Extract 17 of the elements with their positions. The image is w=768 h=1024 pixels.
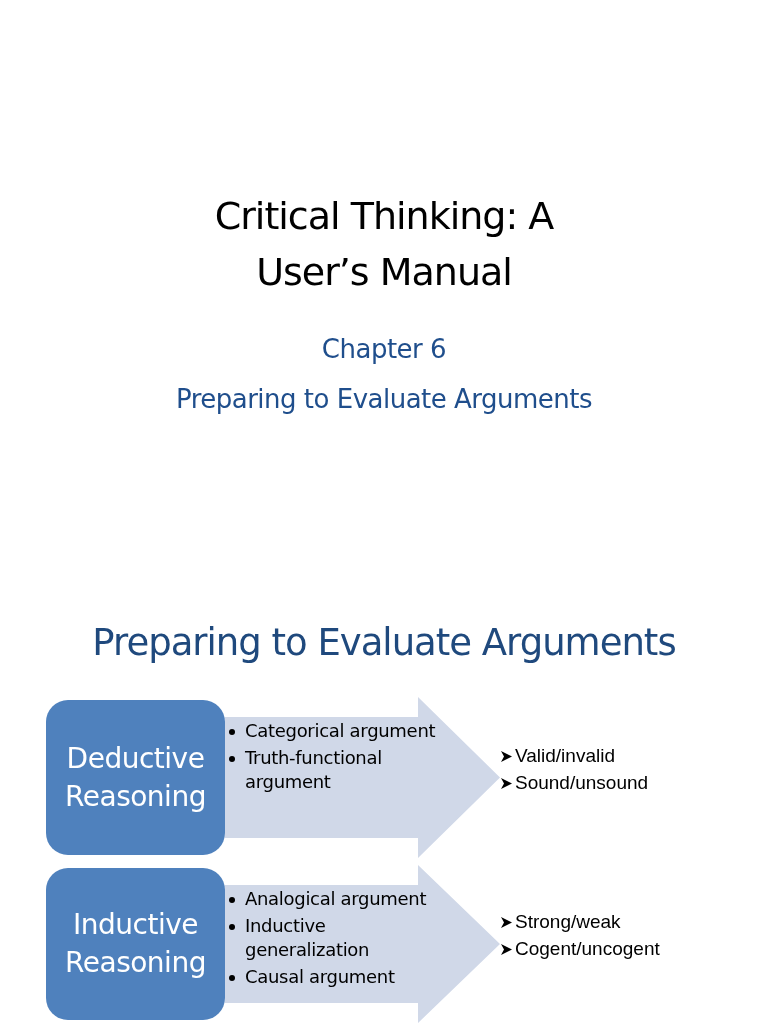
evaluation-term: Sound/unsound	[515, 770, 649, 795]
evaluation-term: Strong/weak	[515, 910, 621, 935]
slide-title: Preparing to Evaluate Arguments	[91, 620, 677, 666]
reasoning-box	[46, 700, 225, 855]
slide-title: Critical Thinking: A User’s Manual	[213, 193, 555, 296]
box-label: Inductive Reasoning	[64, 907, 207, 981]
box-label: Deductive Reasoning	[64, 740, 207, 815]
chapter-subtitle: Preparing to Evaluate Arguments	[174, 383, 594, 416]
bullet-item: Categorical argument	[245, 719, 436, 743]
bullet-item: Truth-functional argument	[245, 746, 383, 794]
chapter-number: Chapter 6	[320, 333, 448, 366]
evaluation-term: Valid/invalid	[515, 743, 615, 768]
bullet-item: Inductive generalization	[245, 914, 371, 962]
bullet-item: Analogical argument	[245, 887, 427, 911]
bullet-item: Causal argument	[245, 965, 395, 989]
evaluation-term: Cogent/uncogent	[515, 937, 660, 962]
reasoning-box	[46, 868, 225, 1020]
